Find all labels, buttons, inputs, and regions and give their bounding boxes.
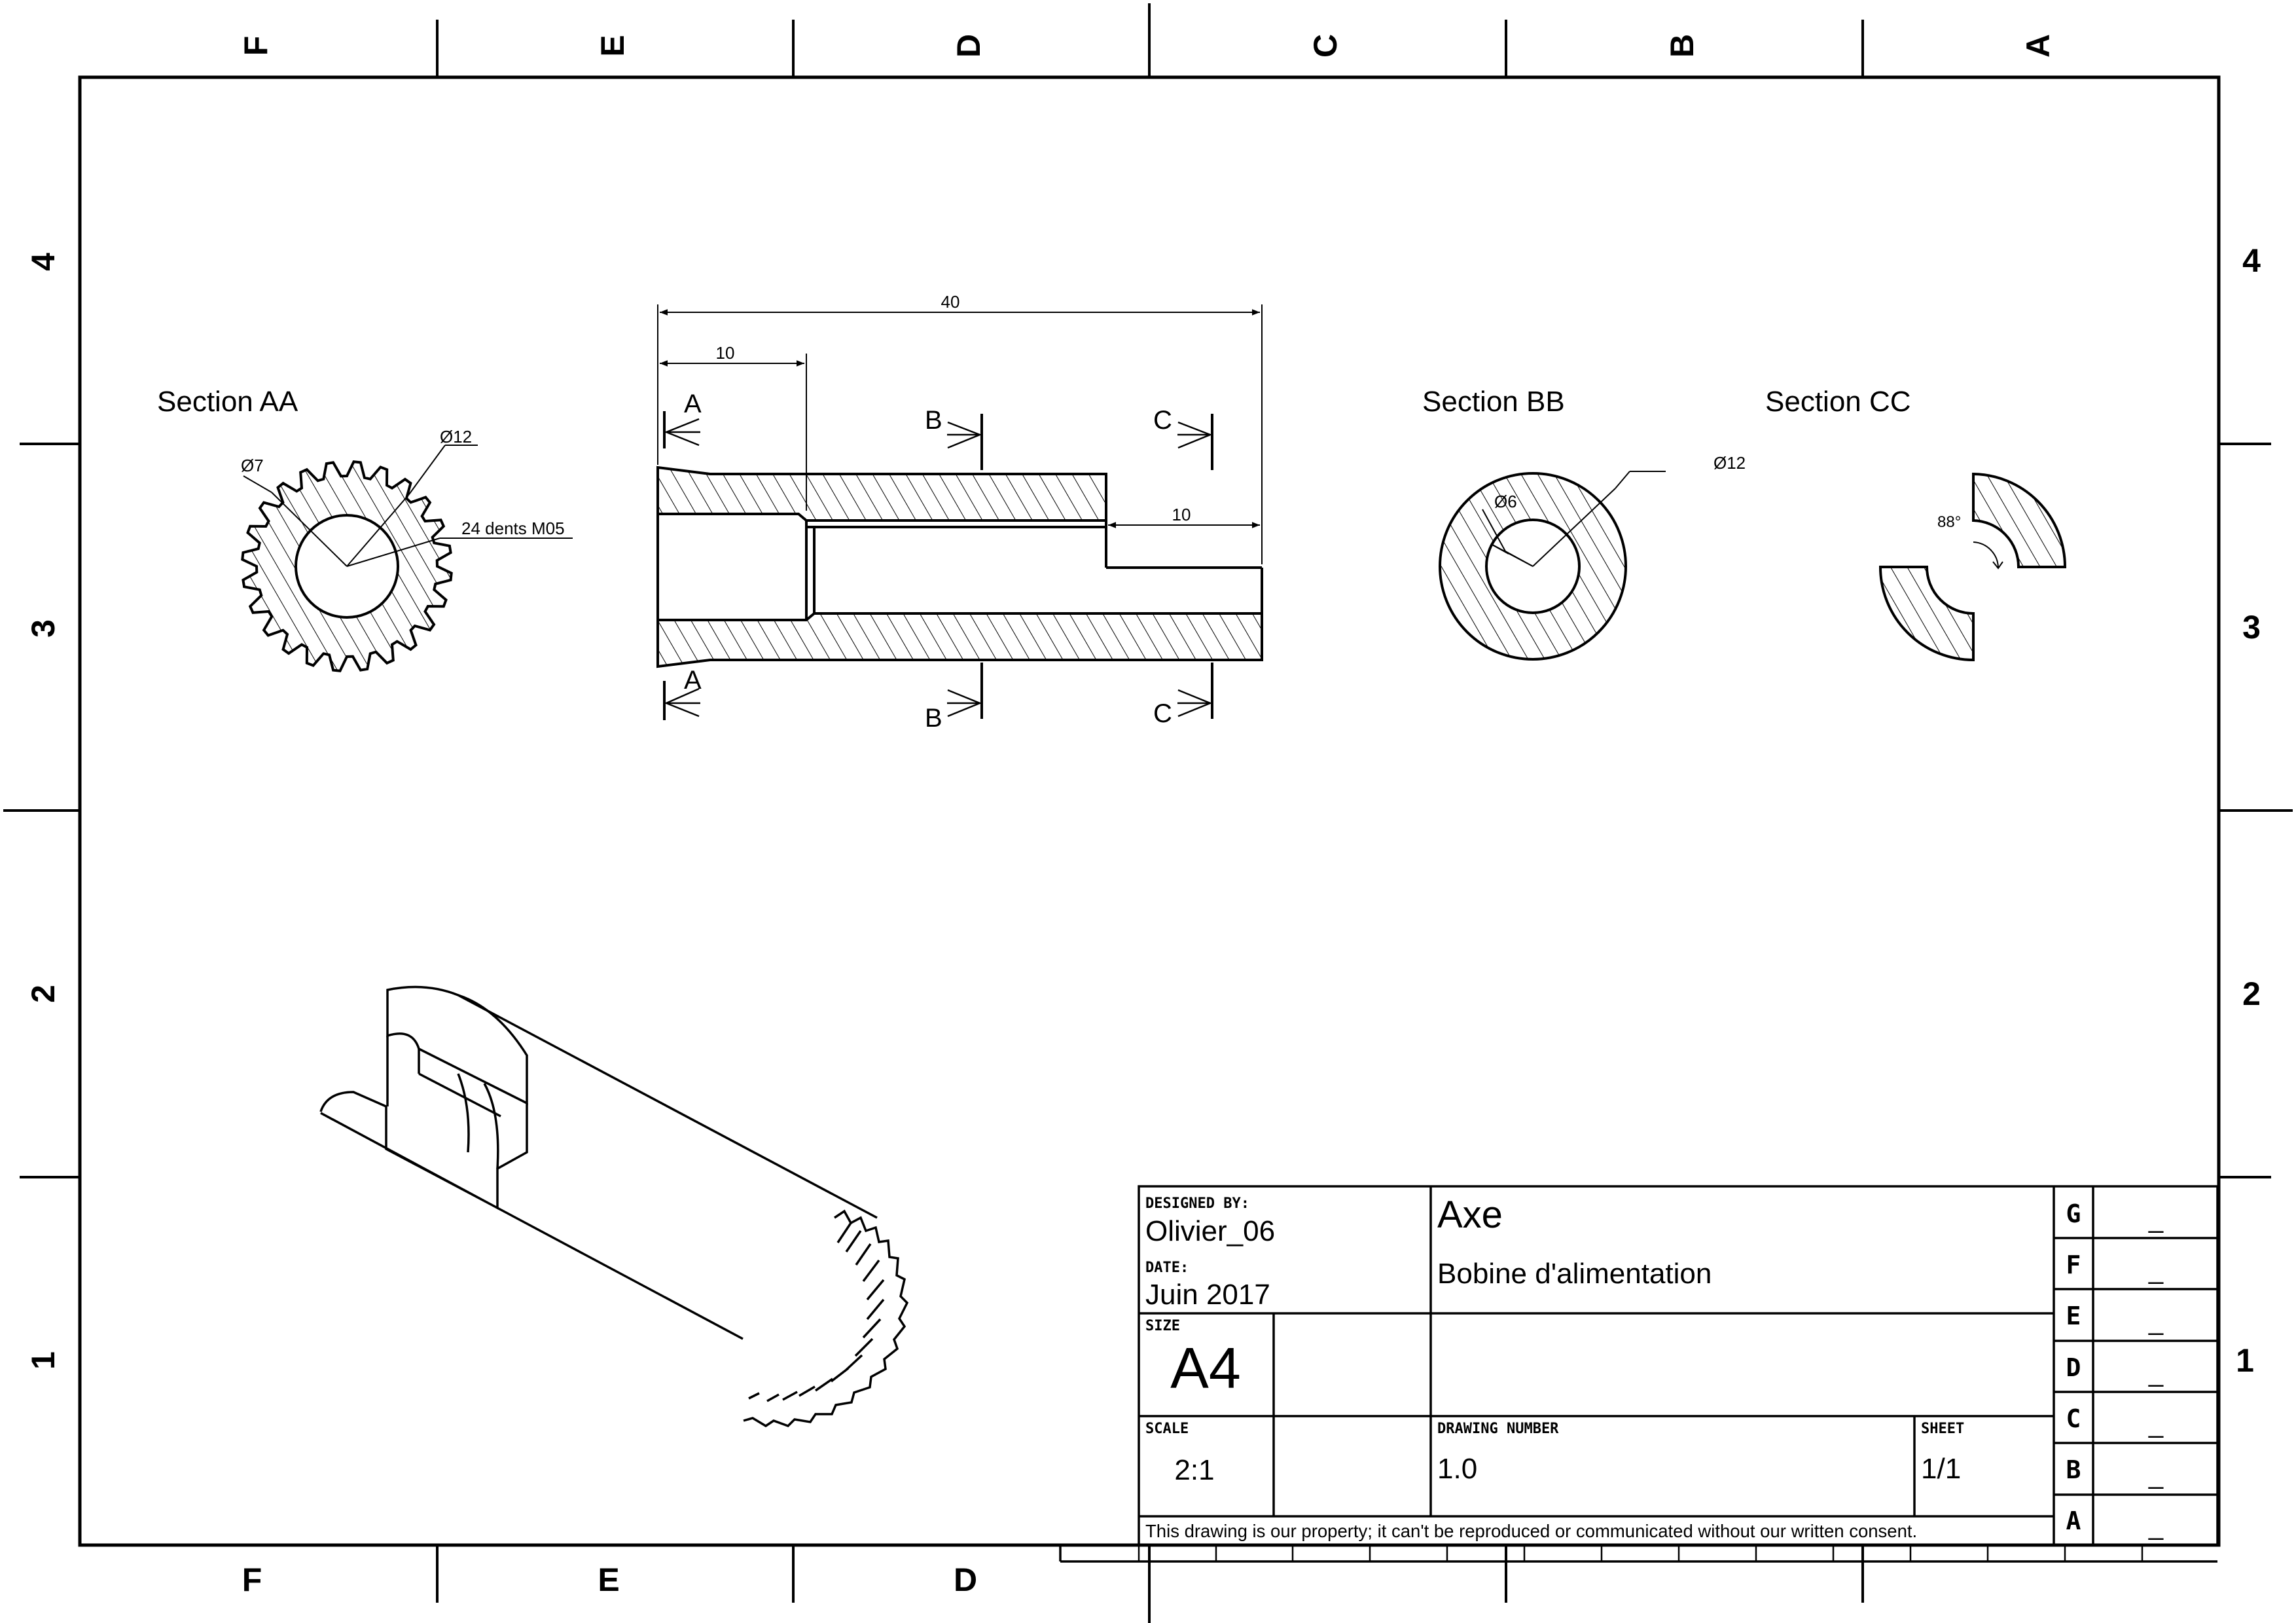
revision-letter: D [2066, 1353, 2081, 1382]
zone-letters-bottom: F E D [242, 1561, 977, 1598]
section-aa-view: Section AA Ø7 Ø12 24 dents M05 [157, 386, 573, 672]
zone-letter-top-f: F [238, 36, 274, 56]
revision-letter: B [2066, 1455, 2081, 1484]
section-bb-title: Section BB [1422, 386, 1565, 418]
cut-label-b-bottom: B [925, 704, 942, 733]
zone-number-right-3: 3 [2242, 609, 2261, 646]
quarter-ring-upper [1972, 472, 2067, 568]
section-aa-title: Section AA [157, 386, 298, 418]
revision-value: _ [2148, 1410, 2164, 1438]
sheet-label: SHEET [1921, 1421, 1964, 1437]
sheet-value: 1/1 [1921, 1453, 1961, 1485]
iso-fork-upper [386, 985, 528, 1105]
iso-fork-bore [457, 1073, 499, 1169]
scale-label: SCALE [1145, 1421, 1189, 1437]
designed-by-value: Olivier_06 [1145, 1215, 1275, 1247]
quarter-ring-lower [1878, 566, 1975, 662]
drawing-number-value: 1.0 [1437, 1453, 1477, 1485]
revision-value: _ [2148, 1461, 2164, 1489]
cut-label-c-top: C [1153, 406, 1172, 435]
cut-label-b-top: B [925, 406, 942, 435]
revision-value: _ [2148, 1512, 2164, 1541]
section-cc-view: Section CC 88° [1765, 386, 2067, 662]
revision-letter: G [2066, 1199, 2081, 1228]
angle-arc [1973, 541, 2000, 569]
title-block-ruler-ticks [1138, 1545, 2144, 1561]
side-dimensions [657, 304, 1263, 564]
zone-numbers-right: 4 3 2 1 [2236, 242, 2261, 1379]
section-cc-title: Section CC [1765, 386, 1911, 418]
size-value: A4 [1170, 1336, 1241, 1400]
revision-letter: C [2066, 1404, 2081, 1433]
drawing-subtitle: Bobine d'alimentation [1437, 1258, 1712, 1290]
section-aa-dimensions [243, 445, 573, 567]
revision-value: _ [2148, 1307, 2164, 1336]
drawing-number-label: DRAWING NUMBER [1437, 1421, 1559, 1437]
zone-number-right-4: 4 [2242, 242, 2261, 279]
side-hatched-wall-bottom [656, 612, 1263, 668]
isometric-view [319, 985, 909, 1428]
revision-table: G _ F _ E _ D _ C _ B _ A _ [2066, 1199, 2164, 1541]
section-cc-angle: 88° [1937, 513, 1961, 531]
section-aa-dia-inner: Ø7 [241, 456, 264, 475]
zone-letter-top-a: A [2020, 34, 2056, 58]
date-label: DATE: [1145, 1260, 1189, 1276]
zone-number-left-2: 2 [25, 985, 62, 1003]
side-outline [656, 467, 1263, 666]
side-section-view: 40 10 10 A A B B C C [656, 292, 1263, 733]
zone-number-left-4: 4 [25, 253, 62, 271]
revision-letter: E [2066, 1302, 2081, 1330]
iso-fork-lower [319, 1036, 528, 1210]
zone-letter-bottom-d: D [954, 1561, 977, 1598]
iso-gear-teeth-lines [748, 1222, 885, 1402]
zone-letter-bottom-e: E [598, 1561, 619, 1598]
zone-letter-top-d: D [950, 34, 987, 58]
zone-number-left-3: 3 [25, 619, 62, 638]
cutting-plane-markers [663, 411, 1213, 720]
zone-letter-top-c: C [1307, 34, 1344, 58]
ring-section [1438, 472, 1628, 661]
scale-value: 2:1 [1174, 1454, 1214, 1486]
section-bb-dia-inner: Ø6 [1494, 492, 1517, 511]
section-aa-teeth-note: 24 dents M05 [461, 519, 565, 538]
cut-label-a-top: A [684, 390, 702, 418]
size-label: SIZE [1145, 1318, 1180, 1334]
section-bb-view: Section BB Ø6 Ø12 [1422, 386, 1746, 661]
zone-letter-bottom-f: F [242, 1561, 262, 1598]
cutting-plane-arrows [664, 418, 1213, 718]
section-aa-dia-outer: Ø12 [440, 427, 472, 447]
revision-value: _ [2148, 1359, 2164, 1387]
revision-value: _ [2148, 1256, 2164, 1285]
drawing-frame [3, 3, 2293, 1623]
revision-letter: F [2066, 1250, 2081, 1279]
zone-number-right-1: 1 [2236, 1342, 2254, 1379]
dim-total-length: 40 [941, 292, 960, 312]
section-bb-dia-outer: Ø12 [1713, 453, 1746, 473]
zone-letter-top-e: E [594, 35, 631, 56]
zone-number-right-2: 2 [2242, 976, 2261, 1012]
revision-letter: A [2066, 1506, 2081, 1535]
revision-value: _ [2148, 1205, 2164, 1233]
zone-letters-top: F E D C B A [238, 34, 2056, 58]
zone-numbers-left: 4 3 2 1 [25, 253, 62, 1370]
zone-number-left-1: 1 [25, 1351, 62, 1370]
cut-label-c-bottom: C [1153, 699, 1172, 728]
dim-right-length: 10 [1172, 505, 1191, 524]
iso-gear-end [743, 1209, 909, 1428]
title-block: DESIGNED BY: Olivier_06 DATE: Juin 2017 … [1059, 1185, 2219, 1563]
drawing-title: Axe [1437, 1194, 1503, 1236]
property-notice: This drawing is our property; it can't b… [1145, 1521, 1917, 1541]
zone-letter-top-b: B [1664, 34, 1700, 58]
date-value: Juin 2017 [1145, 1279, 1270, 1311]
dim-left-length: 10 [716, 343, 735, 363]
cut-label-a-bottom: A [684, 666, 702, 695]
designed-by-label: DESIGNED BY: [1145, 1195, 1249, 1212]
side-hatched-wall-top [656, 465, 1107, 522]
